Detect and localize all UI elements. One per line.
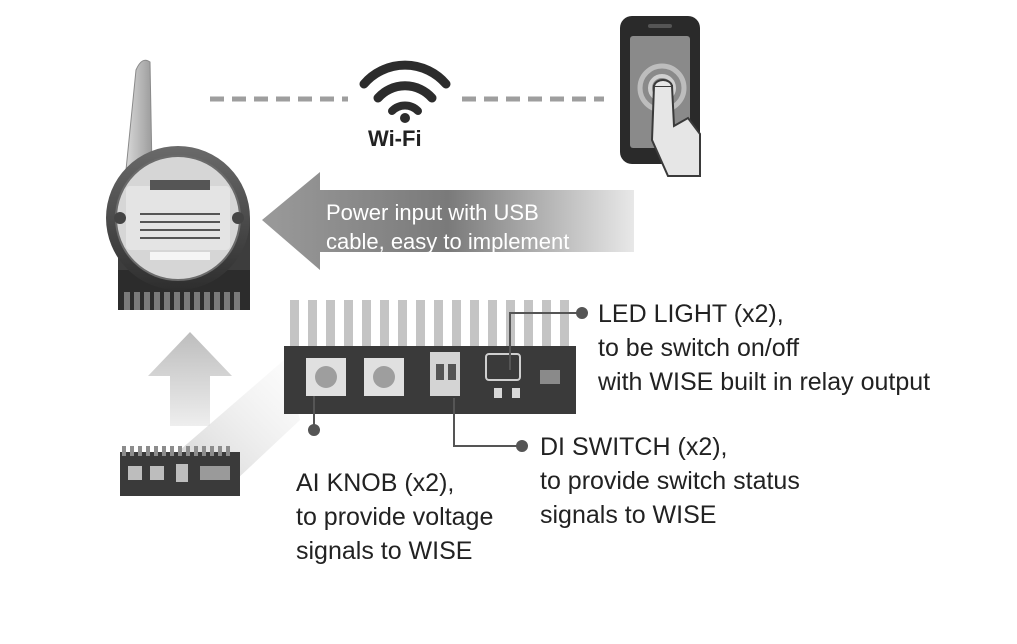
di-switch-label: DI SWITCH (x2), to provide switch status…: [540, 430, 800, 532]
ai-line-3: signals to WISE: [296, 537, 473, 565]
up-arrow: [148, 332, 232, 426]
ai-callout-line: [308, 396, 320, 436]
di-line-1: DI SWITCH (x2),: [540, 433, 728, 461]
ai-line-1: AI KNOB (x2),: [296, 469, 455, 497]
led-light-label: LED LIGHT (x2), to be switch on/off with…: [598, 297, 930, 399]
ai-line-2: to provide voltage: [296, 503, 494, 531]
power-line-1: Power input with USB: [326, 200, 539, 225]
power-line-2: cable, easy to implement: [326, 229, 570, 254]
wifi-label: Wi-Fi: [368, 126, 422, 151]
wifi-icon: [359, 60, 451, 123]
led-line-1: LED LIGHT (x2),: [598, 300, 784, 328]
large-board: [284, 300, 576, 414]
antenna: [125, 59, 153, 171]
small-board: [120, 446, 240, 496]
led-light-1: [494, 388, 502, 398]
power-input-text: Power input with USB cable, easy to impl…: [326, 198, 569, 256]
power-arrow: [262, 172, 634, 270]
ai-knob-label: AI KNOB (x2), to provide voltage signals…: [296, 466, 493, 568]
wise-module: [106, 59, 250, 310]
di-line-3: signals to WISE: [540, 501, 717, 529]
led-line-3: with WISE built in relay output: [598, 368, 931, 396]
smartphone-icon: [620, 16, 701, 177]
di-line-2: to provide switch status: [540, 467, 800, 495]
led-callout-line: [509, 307, 588, 370]
led-light-2: [512, 388, 520, 398]
led-line-2: to be switch on/off: [598, 334, 800, 362]
di-callout-line: [453, 398, 528, 452]
